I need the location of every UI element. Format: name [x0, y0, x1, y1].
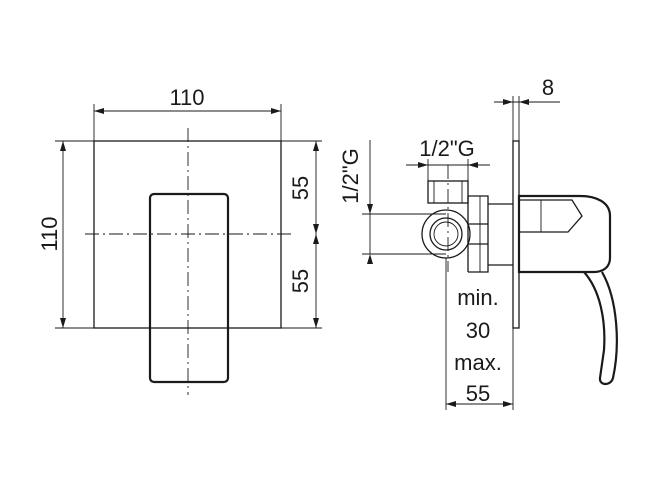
side-inlet-outer-ring [421, 209, 471, 259]
depth-label-max-value: 55 [466, 381, 490, 406]
valve-body-outline [467, 195, 489, 273]
depth-label-min-value: 30 [466, 318, 490, 343]
lever-side-profile [517, 194, 612, 274]
lower-half-dimension-label: 55 [288, 269, 313, 293]
width-dimension-label: 110 [169, 85, 204, 110]
front-view: 110 110 55 55 [37, 85, 322, 395]
cover-plate-outline [93, 140, 282, 329]
side-view: 8 1/2"G 1/2"G [338, 75, 618, 410]
height-dimension-label: 110 [37, 216, 62, 251]
depth-label-max: max. [454, 350, 502, 375]
depth-label-min: min. [457, 285, 499, 310]
side-thread-label: 1/2"G [338, 148, 363, 204]
lever-arm [583, 271, 618, 386]
upper-half-dimension-label: 55 [288, 176, 313, 200]
plate-thickness-label: 8 [542, 75, 554, 100]
lever-handle-outline [148, 192, 230, 384]
side-inlet-inner-ring [429, 217, 463, 251]
top-thread-label: 1/2"G [419, 136, 475, 161]
